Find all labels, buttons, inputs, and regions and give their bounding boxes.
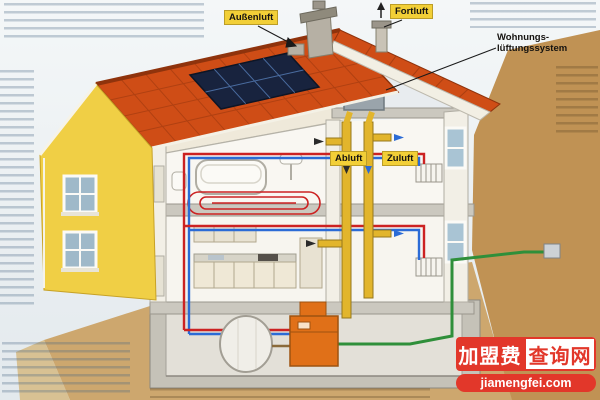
- exhaust-air-arrow: [377, 2, 385, 10]
- label-abluft: Abluft: [330, 151, 368, 167]
- supply-air-arrow-upper: [394, 134, 404, 141]
- label-aussenluft: Außenluft: [224, 10, 279, 26]
- background-scan-text: [150, 388, 430, 398]
- heating-pipes: [182, 152, 561, 346]
- tall-cabinet: [299, 237, 323, 289]
- aussenluft-vent: [287, 43, 305, 56]
- zuluft-duct: [363, 121, 374, 299]
- background-scan-text: [556, 66, 598, 136]
- watermark-text-red-box: 加盟费: [456, 337, 524, 371]
- house-facade: [38, 83, 157, 301]
- background-scan-text: [4, 3, 204, 43]
- boiler-top-unit: [299, 301, 327, 317]
- watermark-text-white-box: 查询网: [524, 337, 596, 371]
- radiator-lower: [415, 257, 443, 277]
- right-window-lower: [444, 220, 467, 264]
- background-scan-text: [2, 342, 130, 394]
- door-opening-upper: [153, 165, 165, 203]
- radiators: [415, 163, 443, 277]
- stove: [258, 254, 278, 261]
- label-wohnungs-line1: Wohnungs-: [497, 32, 550, 43]
- toilet: [171, 171, 187, 191]
- label-wohnungs-line2: lüftungssystem: [497, 42, 568, 54]
- chimney: [299, 0, 338, 59]
- label-zuluft: Zuluft: [382, 151, 419, 167]
- watermark-url: jiamengfei.com: [456, 374, 596, 392]
- bathtub: [195, 159, 267, 195]
- storage-tank: [219, 315, 273, 373]
- background-scan-text: [470, 2, 596, 28]
- boiler: [289, 315, 339, 367]
- leader-lines: [257, 19, 497, 91]
- radiator-upper: [415, 163, 443, 183]
- extract-air-arrow-bath: [314, 138, 324, 145]
- watermark: 加盟费 查询网 jiamengfei.com: [456, 337, 596, 392]
- supply-air-arrow-lower: [394, 230, 404, 237]
- watermark-brand: 加盟费 查询网: [456, 337, 596, 371]
- facade-window-upper: [61, 174, 99, 216]
- ground-loop-box: [543, 243, 561, 259]
- kitchen-sink: [208, 255, 224, 260]
- roof: [94, 28, 501, 150]
- label-wohnungslueftungssystem: Wohnungs- lüftungssystem: [497, 32, 568, 55]
- solar-panel: [188, 52, 321, 110]
- facade-window-lower: [61, 230, 99, 272]
- label-fortluft: Fortluft: [390, 4, 434, 20]
- basement-equipment: [219, 301, 339, 373]
- ventilation-ducts: [306, 111, 404, 319]
- ground-loop-pipe: [338, 250, 544, 346]
- right-window-upper: [444, 126, 467, 170]
- extract-air-arrow-kitchen: [306, 240, 316, 247]
- background-scan-text: [0, 70, 34, 310]
